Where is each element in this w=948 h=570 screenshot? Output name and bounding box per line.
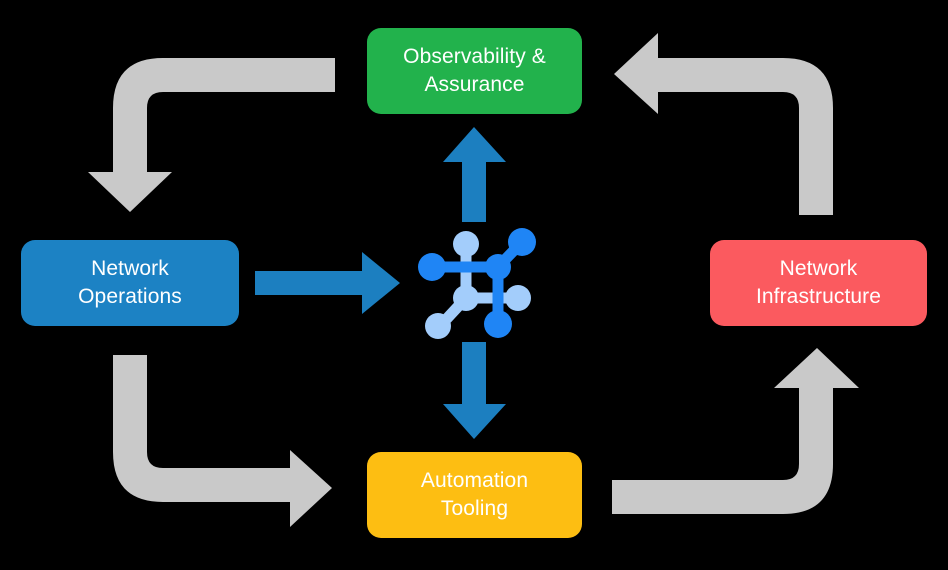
node-box-network-operations[interactable]: Network Operations [21,240,239,326]
network-topology-icon [418,228,536,339]
node-box-network-infrastructure[interactable]: Network Infrastructure [710,240,927,326]
direct-arrow-network-operations-to-hub [255,252,400,314]
node-label-automation-tooling: Automation Tooling [420,469,529,520]
topology-edges-primary [426,236,528,330]
flow-arrow-network-operations-to-automation-tooling [113,355,332,527]
direct-arrow-hub-to-automation-tooling [443,342,506,439]
node-label-network-operations: Network Operations [78,257,182,308]
node-box-automation-tooling[interactable]: Automation Tooling [367,452,582,538]
flow-arrow-observability-to-network-operations [88,58,335,212]
flow-arrow-automation-tooling-to-network-infrastructure [612,348,859,514]
topology-nodes-secondary [425,231,531,339]
node-label-observability: Observability & Assurance [403,45,546,96]
node-box-observability[interactable]: Observability & Assurance [367,28,582,114]
node-label-network-infrastructure: Network Infrastructure [755,257,882,308]
direct-arrow-hub-to-observability [443,127,506,222]
flow-arrow-network-infrastructure-to-observability [614,33,833,215]
topology-nodes-primary [418,228,536,338]
